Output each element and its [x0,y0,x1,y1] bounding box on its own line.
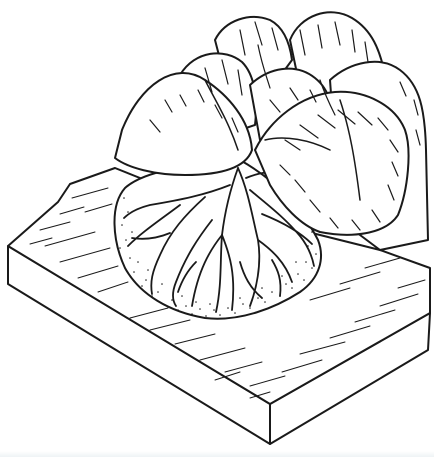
bottom-edge-fade [0,451,434,457]
